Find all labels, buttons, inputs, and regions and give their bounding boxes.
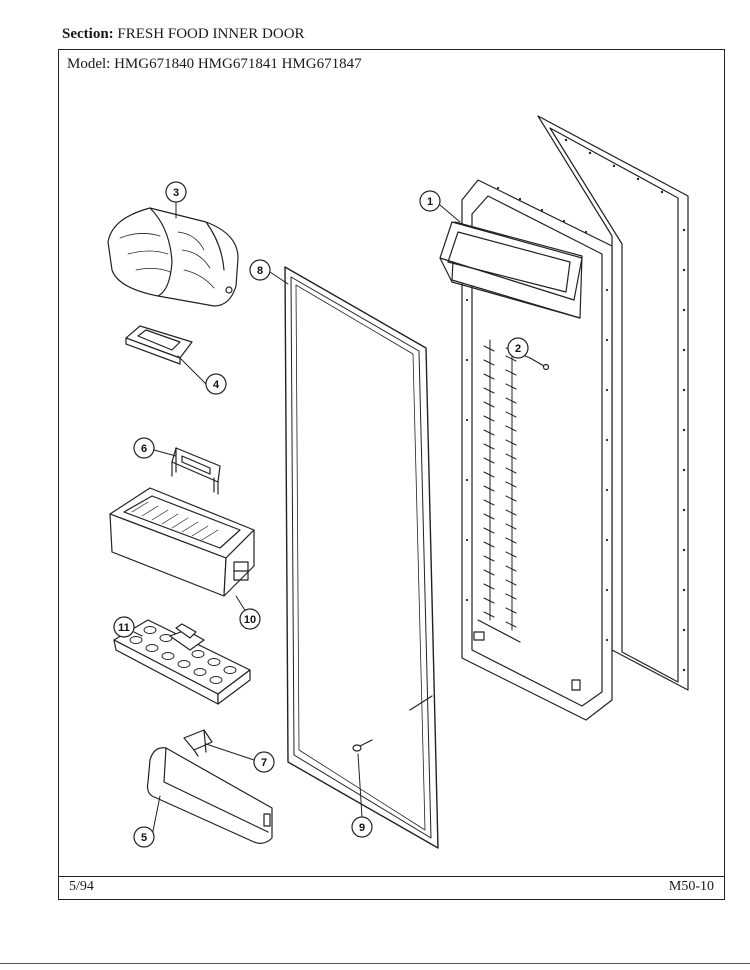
- diagram-frame: Model: HMG671840 HMG671841 HMG671847 5/9…: [58, 49, 725, 900]
- model-numbers: HMG671840 HMG671841 HMG671847: [114, 56, 362, 72]
- callout-1: 1: [419, 190, 441, 212]
- inner-door-liner: [439, 179, 613, 721]
- bin-retainer-clip: [171, 447, 221, 495]
- footer-page-code: M50-10: [668, 879, 714, 894]
- callout-7: 7: [253, 751, 275, 773]
- door-gasket: [284, 266, 439, 849]
- model-line: Model: HMG671840 HMG671841 HMG671847: [67, 56, 362, 73]
- callout-3-label: 3: [173, 187, 179, 199]
- bin-front-panel: [146, 747, 273, 844]
- callout-4-label: 4: [213, 379, 220, 391]
- callout-3: 3: [165, 181, 187, 203]
- section-title: Section: FRESH FOOD INNER DOOR: [62, 26, 305, 43]
- callout-2-label: 2: [515, 343, 521, 355]
- door-bin: [109, 487, 255, 597]
- section-label: Section:: [62, 26, 114, 42]
- footer-rule: [59, 876, 724, 877]
- callout-4: 4: [205, 373, 227, 395]
- callout-11-label: 11: [118, 622, 130, 634]
- callout-7-label: 7: [261, 757, 267, 769]
- page-bottom-rule: [0, 963, 750, 964]
- egg-tray: [113, 619, 251, 705]
- retainer-clip-part-7: [183, 729, 213, 757]
- callout-10-label: 10: [244, 614, 256, 626]
- callout-10: 10: [239, 608, 261, 630]
- model-label: Model:: [67, 56, 111, 72]
- leader-lines: [133, 201, 531, 837]
- callout-6: 6: [133, 437, 155, 459]
- callout-11: 11: [113, 616, 135, 638]
- screw-part-9: [352, 695, 433, 752]
- screw-part-2: [529, 357, 550, 371]
- shelf-rail-ladder: [483, 339, 517, 631]
- callout-9-label: 9: [359, 822, 365, 834]
- callout-5: 5: [133, 826, 155, 848]
- callout-2: 2: [507, 337, 529, 359]
- callout-9: 9: [351, 816, 373, 838]
- callout-5-label: 5: [141, 832, 147, 844]
- callout-1-label: 1: [427, 196, 433, 208]
- footer-date: 5/94: [69, 879, 94, 894]
- callout-6-label: 6: [141, 443, 147, 455]
- section-name: FRESH FOOD INNER DOOR: [117, 26, 305, 42]
- dairy-door-cover: [107, 207, 239, 307]
- callouts: 1 2 3 4 5 6 7 8: [113, 181, 529, 848]
- callout-8: 8: [249, 259, 271, 281]
- callout-8-label: 8: [257, 265, 263, 277]
- cover-hinge-tab: [125, 325, 193, 365]
- outer-door-panel: [537, 115, 689, 691]
